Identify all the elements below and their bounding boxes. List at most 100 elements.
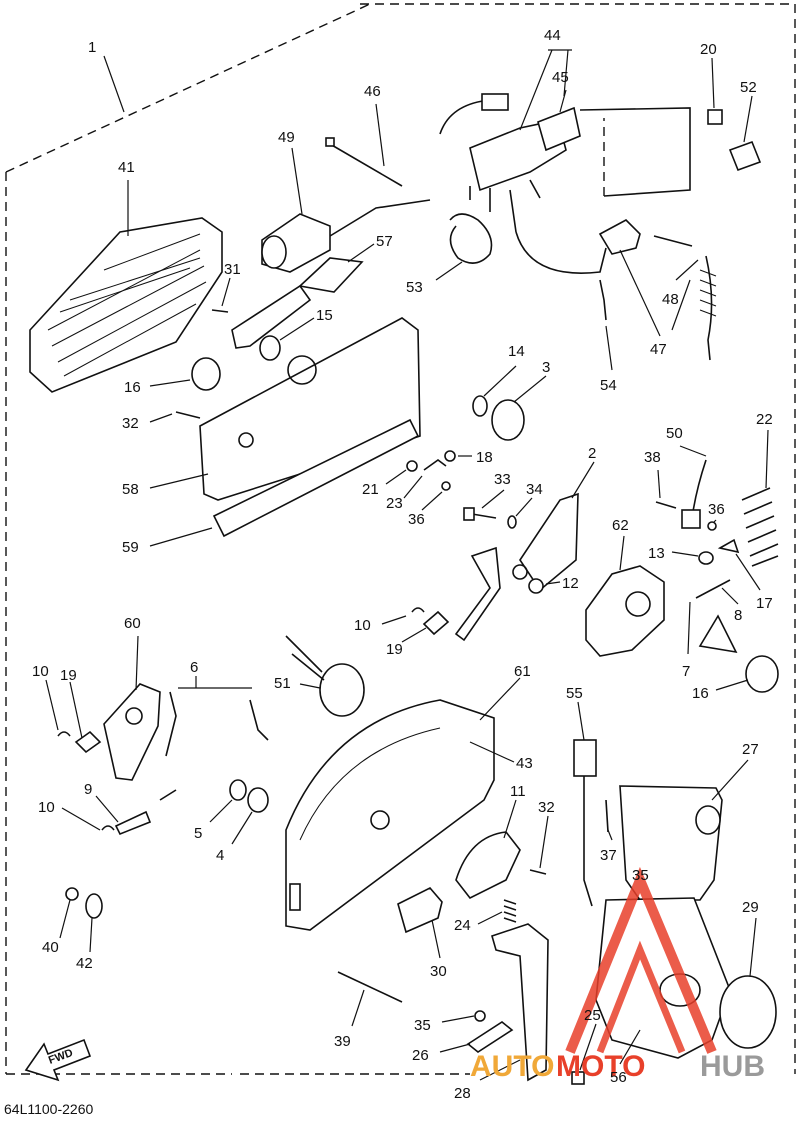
callout-34-leader xyxy=(515,497,533,517)
part-61-housing xyxy=(285,699,495,931)
part-36-screw-right xyxy=(707,521,717,531)
callout-32b: 32 xyxy=(538,799,555,816)
part-27-grip xyxy=(619,785,723,901)
callout-1: 1 xyxy=(88,39,96,56)
callout-36a-leader xyxy=(421,491,443,511)
callout-8-leader xyxy=(721,587,739,605)
callout-38: 38 xyxy=(644,449,661,466)
callout-52: 52 xyxy=(740,79,757,96)
callout-5: 5 xyxy=(194,825,202,842)
callout-26: 26 xyxy=(412,1047,429,1064)
part-38-screw xyxy=(655,501,677,509)
part-17-clip xyxy=(717,538,740,554)
callout-16b-leader xyxy=(715,679,749,691)
assembly-boundary xyxy=(5,3,796,1075)
callout-15-leader xyxy=(279,317,315,341)
callout-19b-leader xyxy=(69,681,83,739)
part-45-switch-body xyxy=(579,107,691,197)
part-25-clip xyxy=(571,1071,585,1085)
callout-9: 9 xyxy=(84,781,92,798)
callout-47: 47 xyxy=(650,341,667,358)
callout-23-leader xyxy=(403,475,423,499)
part-31-screw xyxy=(211,284,312,349)
callout-10b-leader xyxy=(45,679,59,731)
watermark-word-3: HUB xyxy=(700,1050,765,1083)
callout-25-leader xyxy=(579,1023,597,1071)
callout-13: 13 xyxy=(648,545,665,562)
callout-39: 39 xyxy=(334,1033,351,1050)
part-22-tape xyxy=(741,487,779,567)
part-37-screw xyxy=(605,799,609,833)
part-29-cap xyxy=(719,975,777,1049)
callout-30: 30 xyxy=(430,963,447,980)
part-30-clip xyxy=(397,887,443,934)
callout-40-leader xyxy=(59,899,71,939)
callout-16a-leader xyxy=(149,379,191,387)
part-32-screw-lower xyxy=(529,869,547,875)
callout-21: 21 xyxy=(362,481,379,498)
callout-57: 57 xyxy=(376,233,393,250)
callout-19b: 19 xyxy=(60,667,77,684)
callout-16a: 16 xyxy=(124,379,141,396)
part-9-pin xyxy=(114,810,152,836)
part-32-screw-upper xyxy=(175,411,201,419)
callout-40: 40 xyxy=(42,939,59,956)
callout-50: 50 xyxy=(666,425,683,442)
part-16-grommet-lower xyxy=(745,655,779,693)
part-58-upper-panel xyxy=(199,317,421,501)
diagram-code: 64L1100-2260 xyxy=(4,1101,94,1117)
part-10-clip-upper xyxy=(411,607,425,613)
callout-62-leader xyxy=(619,535,625,571)
part-62-cam xyxy=(585,565,665,657)
part-4-bushing xyxy=(247,787,269,813)
callout-27-leader xyxy=(711,759,749,801)
callout-58-leader xyxy=(149,473,209,489)
part-12-collar xyxy=(528,578,544,594)
callout-60-leader xyxy=(135,635,139,691)
callout-45: 45 xyxy=(552,69,569,86)
callout-35a: 35 xyxy=(414,1017,431,1034)
watermark-word-2: MOTO xyxy=(556,1050,645,1083)
callout-32a-leader xyxy=(149,413,173,423)
part-13-collar xyxy=(698,551,714,565)
part-14-washer xyxy=(472,395,488,417)
callout-61-leader xyxy=(479,677,521,721)
callout-43: 43 xyxy=(516,755,533,772)
callout-56-leader xyxy=(619,1029,641,1065)
part-35-screw-lower xyxy=(474,1010,486,1022)
callout-53: 53 xyxy=(406,279,423,296)
callout-49: 49 xyxy=(278,129,295,146)
callout-62: 62 xyxy=(612,517,629,534)
part-39-bolt xyxy=(337,971,403,1003)
callout-34: 34 xyxy=(526,481,543,498)
part-47-stop-switch xyxy=(515,219,641,274)
callout-2-leader xyxy=(571,461,595,499)
callout-47-leader-b xyxy=(671,279,691,331)
callout-7-leader xyxy=(687,601,691,655)
callout-22: 22 xyxy=(756,411,773,428)
callout-41: 41 xyxy=(118,159,135,176)
callout-1-leader xyxy=(103,55,125,113)
part-42-washer xyxy=(85,893,103,919)
callout-59-leader xyxy=(149,527,213,547)
part-6-linkage xyxy=(159,691,269,801)
callout-51-leader xyxy=(299,683,321,689)
part-28-handle-arm xyxy=(491,923,549,1082)
callout-10c: 10 xyxy=(38,799,55,816)
callout-12-leader xyxy=(545,581,561,585)
callout-43-leader xyxy=(469,741,515,763)
callout-47-leader-a xyxy=(619,249,661,337)
part-11-cover xyxy=(455,831,521,900)
part-5-washer xyxy=(229,779,247,801)
callout-36a: 36 xyxy=(408,511,425,528)
part-26-plate xyxy=(466,1021,514,1053)
callout-54: 54 xyxy=(600,377,617,394)
callout-36b-leader xyxy=(713,519,717,523)
part-10-clip-left xyxy=(57,731,71,737)
part-52-plate xyxy=(728,140,762,172)
callout-38-leader xyxy=(657,469,661,499)
fwd-arrow-icon: FWD xyxy=(24,1038,92,1082)
watermark-logo: AUTO MOTO HUB xyxy=(470,866,765,1083)
callout-42-leader xyxy=(89,917,93,953)
part-57-gasket xyxy=(298,257,364,293)
